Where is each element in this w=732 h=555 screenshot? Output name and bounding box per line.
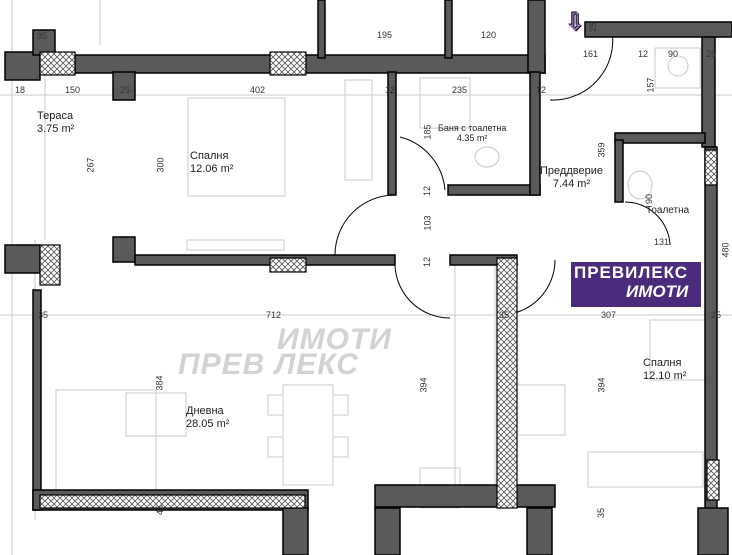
room-name: Тоалетна bbox=[646, 205, 690, 216]
room-area: 3.75 m² bbox=[37, 122, 75, 135]
dimension: 103 bbox=[422, 215, 433, 231]
room-area: 7.44 m² bbox=[552, 177, 591, 190]
dimension: 157 bbox=[645, 77, 656, 93]
hatched-walls bbox=[39, 51, 720, 509]
dimension: 150 bbox=[65, 85, 81, 95]
dimension: 359 bbox=[596, 142, 607, 158]
room-toilet: Тоалетна bbox=[646, 205, 689, 217]
dimension: 712 bbox=[266, 310, 282, 320]
dimension: 12 bbox=[422, 256, 433, 268]
logo-line2: ИМОТИ bbox=[626, 282, 689, 301]
dimension: 35 bbox=[499, 310, 510, 320]
room-area: 12.10 m² bbox=[643, 369, 687, 382]
dimension: 235 bbox=[452, 85, 468, 95]
dimension: 384 bbox=[154, 375, 165, 391]
room-name: Дневна bbox=[186, 405, 224, 417]
dimension: 18 bbox=[15, 85, 26, 95]
logo-line1: ПРЕВИЛЕКС bbox=[574, 263, 689, 282]
room-area: 12.06 m² bbox=[190, 162, 234, 175]
dimension: 195 bbox=[377, 30, 393, 40]
dimension: 90 bbox=[644, 193, 655, 205]
watermark-top: ИМОТИ bbox=[277, 323, 392, 356]
room-area: 28.05 m² bbox=[186, 417, 230, 430]
logo: ПРЕВИЛЕКС ИМОТИ bbox=[571, 262, 701, 307]
dimension: 394 bbox=[596, 377, 607, 393]
dimension: 25 bbox=[711, 310, 722, 320]
room-name: Баня с тоалетна bbox=[438, 123, 507, 133]
dimension: 12 bbox=[385, 85, 396, 95]
room-area: 4.35 m² bbox=[456, 133, 488, 144]
dimension: 90 bbox=[668, 49, 679, 59]
dimension: 12 bbox=[638, 49, 649, 59]
dimension: 161 bbox=[583, 49, 599, 59]
dimension: 12 bbox=[422, 185, 433, 197]
dimension: 185 bbox=[422, 124, 433, 140]
room-name: Спалня bbox=[643, 357, 682, 369]
dimension: 25 bbox=[588, 21, 599, 33]
dimension: 25 bbox=[120, 85, 131, 95]
dimension: 307 bbox=[601, 310, 617, 320]
watermark-bottom: ПРЕВ ЛЕКС bbox=[178, 348, 359, 381]
dimension: 300 bbox=[155, 157, 166, 173]
dimension: 25 bbox=[706, 49, 717, 59]
dimension: 480 bbox=[720, 242, 731, 258]
dimension: 394 bbox=[418, 377, 429, 393]
dimension: 45 bbox=[155, 504, 166, 516]
dimension: 267 bbox=[85, 157, 96, 173]
dimension: 402 bbox=[250, 85, 266, 95]
dimension: 35 bbox=[38, 310, 49, 320]
down-arrow-icon: ⇩ bbox=[565, 9, 586, 36]
dimension: 12 bbox=[536, 85, 547, 95]
dimension: 35 bbox=[37, 31, 48, 41]
room-name: Преддверие bbox=[540, 165, 603, 177]
room-name: Тераса bbox=[37, 110, 74, 122]
dimension: 120 bbox=[481, 30, 497, 40]
room-name: Спалня bbox=[190, 150, 229, 162]
dimension: 35 bbox=[596, 507, 607, 519]
dimension: 131 bbox=[654, 237, 670, 247]
